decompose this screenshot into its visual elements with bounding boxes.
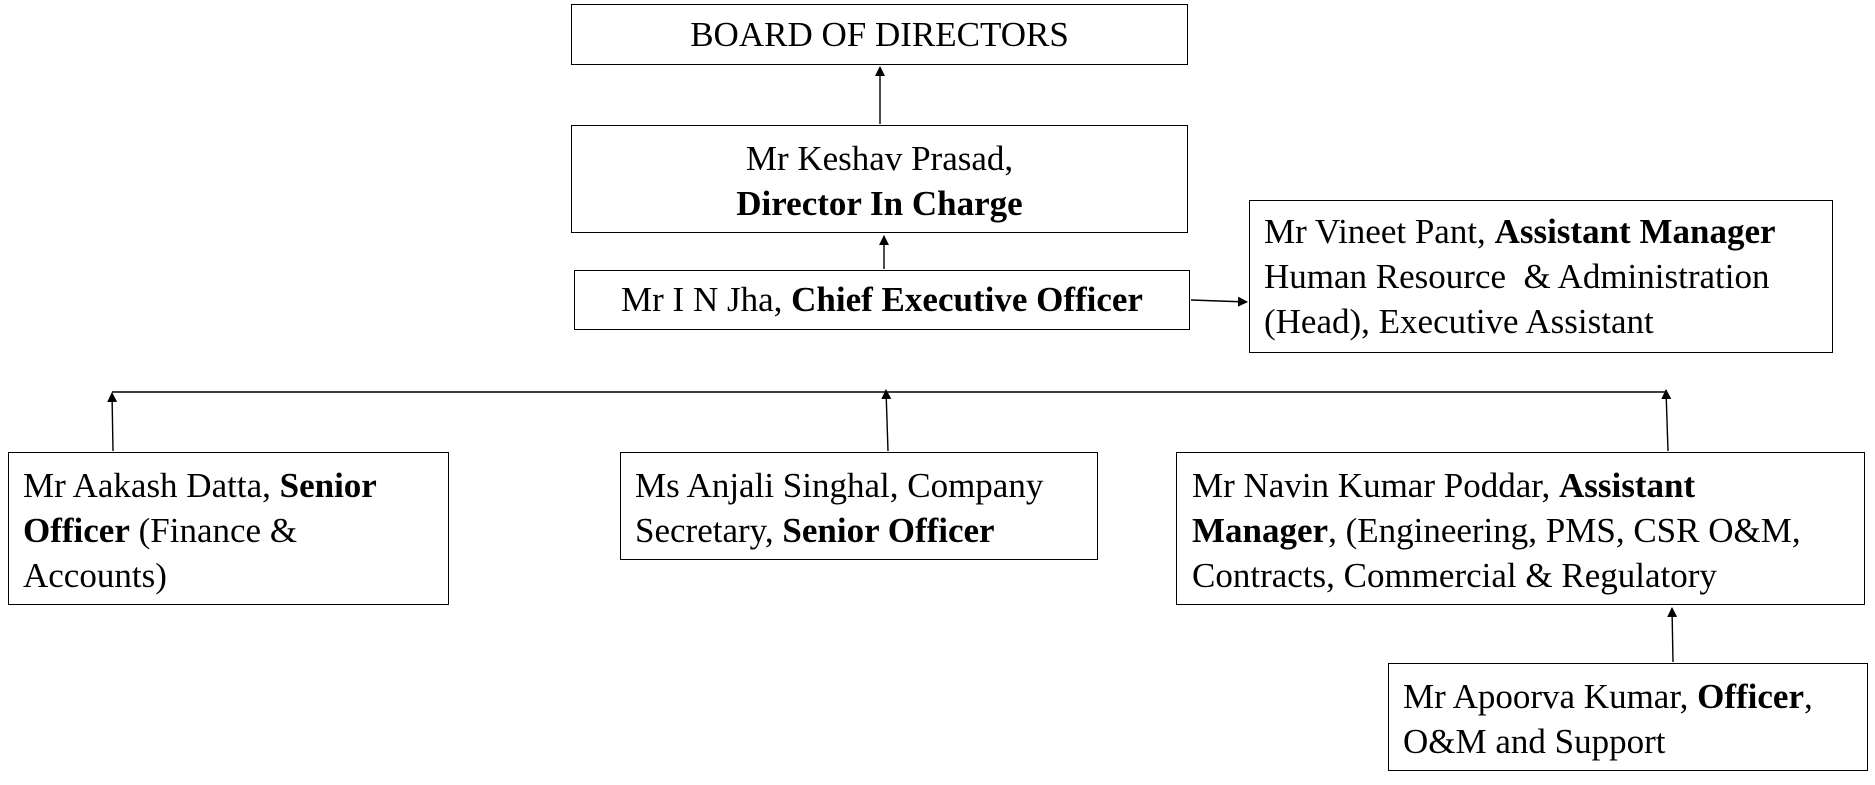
keshav-name: Mr Keshav Prasad, — [745, 139, 1014, 178]
keshav-role: Director In Charge — [736, 184, 1023, 223]
anjali-name: Ms Anjali Singhal, Company — [635, 466, 1044, 505]
aakash-dept-part1: (Finance & — [129, 511, 298, 550]
aakash-dept-part2: Accounts) — [23, 556, 167, 595]
navin-dept-part1: , (Engineering, PMS, CSR O&M, — [1328, 511, 1801, 550]
board-of-directors-box: BOARD OF DIRECTORS — [571, 4, 1188, 65]
vineet-role: Assistant Manager — [1494, 212, 1776, 251]
arrow-apoorva-to-navin — [1667, 607, 1678, 663]
vineet-name: Mr Vineet Pant, — [1264, 212, 1495, 251]
navin-dept-part2: Contracts, Commercial & Regulatory — [1192, 556, 1717, 595]
aakash-name: Mr Aakash Datta, — [23, 466, 280, 505]
apoorva-role: Officer — [1697, 677, 1804, 716]
officer-om-box: Mr Apoorva Kumar, Officer, O&M and Suppo… — [1388, 663, 1868, 771]
assistant-manager-engineering-box: Mr Navin Kumar Poddar, Assistant Manager… — [1176, 452, 1865, 605]
apoorva-name: Mr Apoorva Kumar, — [1403, 677, 1698, 716]
aakash-role-part1: Senior — [279, 466, 377, 505]
assistant-manager-hr-box: Mr Vineet Pant, Assistant Manager Human … — [1249, 200, 1833, 353]
anjali-role: Senior Officer — [782, 511, 995, 550]
company-secretary-box: Ms Anjali Singhal, Company Secretary, Se… — [620, 452, 1098, 560]
arrow-navin-up — [1661, 389, 1672, 452]
board-title: BOARD OF DIRECTORS — [690, 15, 1069, 54]
apoorva-dept: O&M and Support — [1403, 722, 1666, 761]
arrow-aakash-up — [107, 392, 118, 452]
jha-role: Chief Executive Officer — [791, 280, 1143, 319]
anjali-title: Secretary, — [635, 511, 783, 550]
navin-name: Mr Navin Kumar Poddar, — [1192, 466, 1560, 505]
navin-role-part2: Manager — [1192, 511, 1329, 550]
aakash-role-part2: Officer — [23, 511, 130, 550]
arrow-jha-to-vineet — [1190, 296, 1248, 307]
arrow-anjali-up — [881, 389, 892, 452]
navin-role-part1: Assistant — [1559, 466, 1696, 505]
apoorva-role-suffix: , — [1803, 677, 1813, 716]
director-in-charge-box: Mr Keshav Prasad, Director In Charge — [571, 125, 1188, 233]
jha-name: Mr I N Jha, — [621, 280, 792, 319]
vineet-dept: Human Resource & Administration — [1264, 257, 1770, 296]
vineet-dept-extra: (Head), Executive Assistant — [1264, 302, 1654, 341]
ceo-box: Mr I N Jha, Chief Executive Officer — [574, 270, 1190, 330]
senior-officer-finance-box: Mr Aakash Datta, Senior Officer (Finance… — [8, 452, 449, 605]
